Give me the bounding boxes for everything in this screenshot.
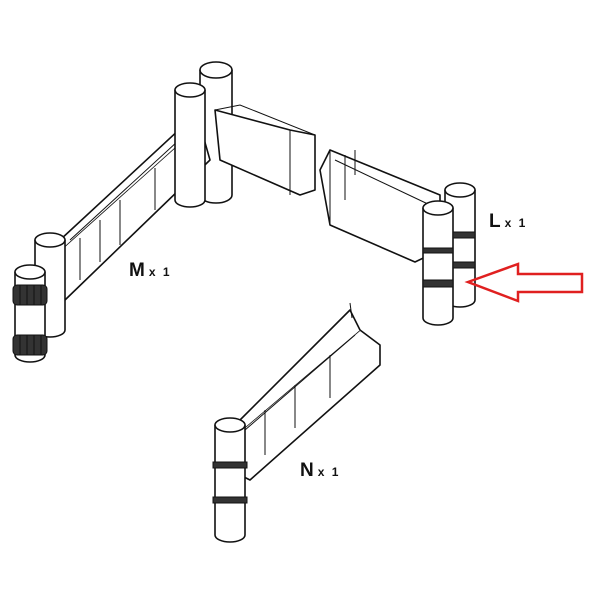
part-quantity: x 1 <box>148 265 172 279</box>
part-letter: L <box>489 211 501 232</box>
part-quantity: x 1 <box>504 216 528 230</box>
part-m-assembly <box>12 61 316 363</box>
part-quantity: x 1 <box>317 465 341 479</box>
arrow-left-icon <box>464 262 584 303</box>
part-n-assembly <box>212 302 381 543</box>
part-letter: N <box>300 460 314 481</box>
part-l-assembly <box>319 149 476 326</box>
part-letter: M <box>129 260 145 281</box>
